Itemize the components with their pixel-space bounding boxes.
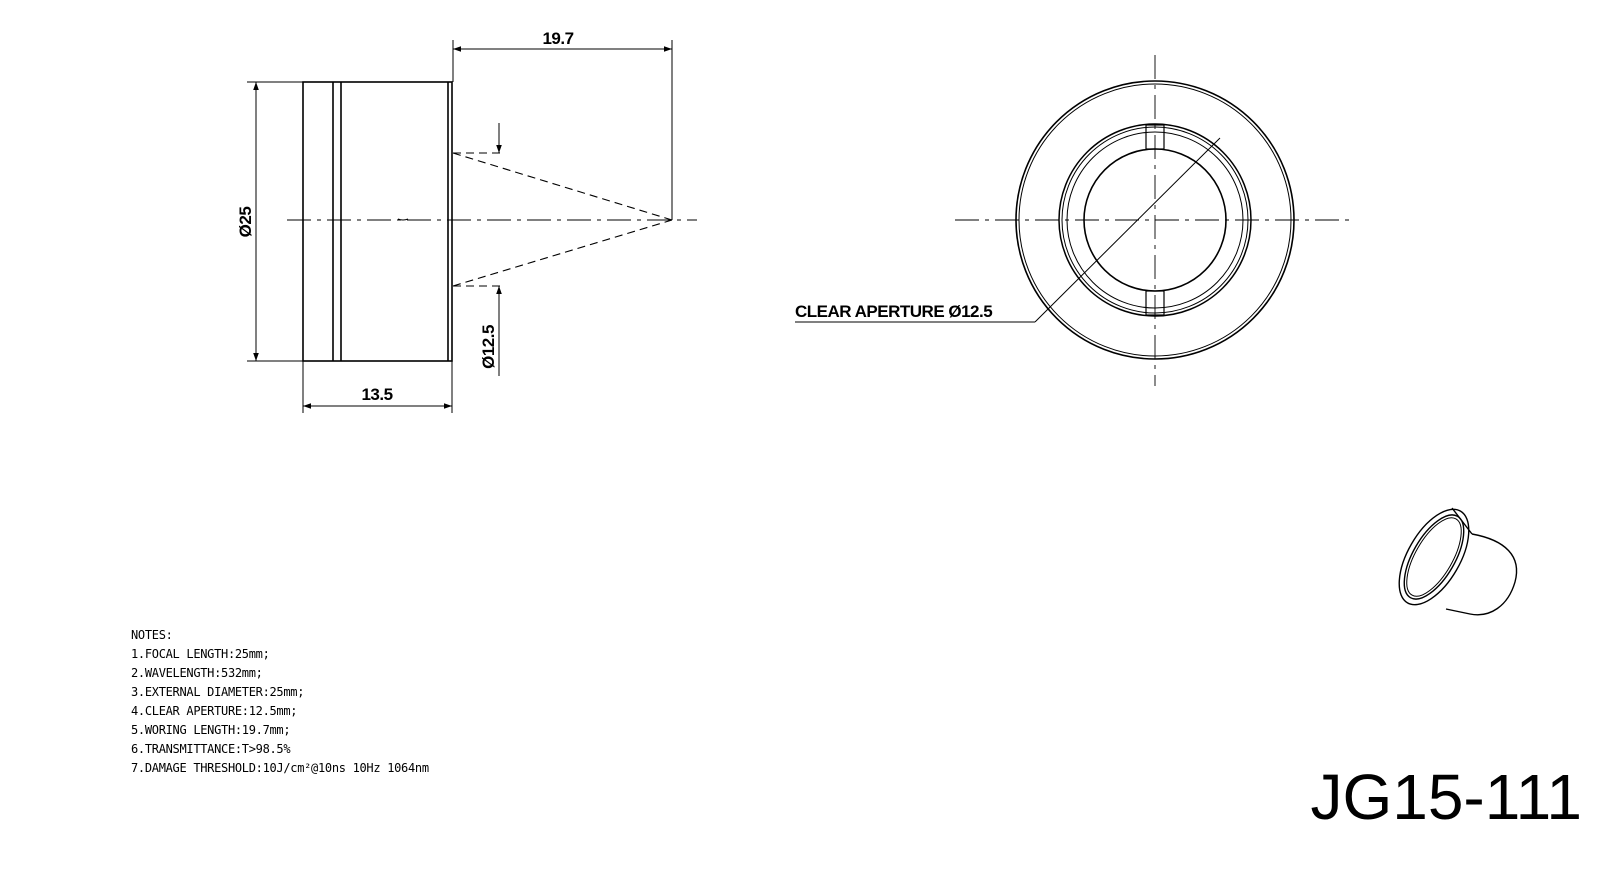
dim-overall-length: [452, 40, 673, 220]
note-item: 1.FOCAL LENGTH:25mm;: [131, 647, 270, 661]
isometric-view: [1398, 507, 1518, 616]
iso-front-inner: [1403, 514, 1465, 600]
iso-front-inner-2: [1406, 517, 1462, 597]
dim-label-19-7: 19.7: [542, 29, 573, 48]
surface-mark: [397, 218, 409, 221]
lens-body-outline: [302, 81, 453, 362]
note-item: 5.WORING LENGTH:19.7mm;: [131, 723, 291, 737]
note-item: 2.WAVELENGTH:532mm;: [131, 666, 263, 680]
clear-aperture-label: CLEAR APERTURE Ø12.5: [795, 302, 992, 321]
dim-outer-diameter: [247, 81, 303, 362]
dim-label-d25: Ø25: [236, 207, 255, 238]
part-number: JG15-111: [1310, 761, 1582, 833]
iso-front-outer: [1398, 508, 1470, 606]
side-view: [302, 81, 453, 362]
dim-label-d12-5: Ø12.5: [479, 325, 498, 369]
dim-label-13-5: 13.5: [361, 385, 392, 404]
clear-aperture-leader: [795, 137, 1221, 323]
iso-body: [1445, 533, 1518, 616]
notes-heading: NOTES:: [131, 628, 173, 642]
note-item: 6.TRANSMITTANCE:T>98.5%: [131, 742, 291, 756]
note-item: 4.CLEAR APERTURE:12.5mm;: [131, 704, 298, 718]
notes-block: NOTES: 1.FOCAL LENGTH:25mm; 2.WAVELENGTH…: [131, 626, 429, 778]
focus-cone: [452, 152, 673, 287]
dim-body-length: [302, 361, 453, 413]
note-item: 3.EXTERNAL DIAMETER:25mm;: [131, 685, 305, 699]
note-item: 7.DAMAGE THRESHOLD:10J/cm²@10ns 10Hz 106…: [131, 761, 429, 775]
